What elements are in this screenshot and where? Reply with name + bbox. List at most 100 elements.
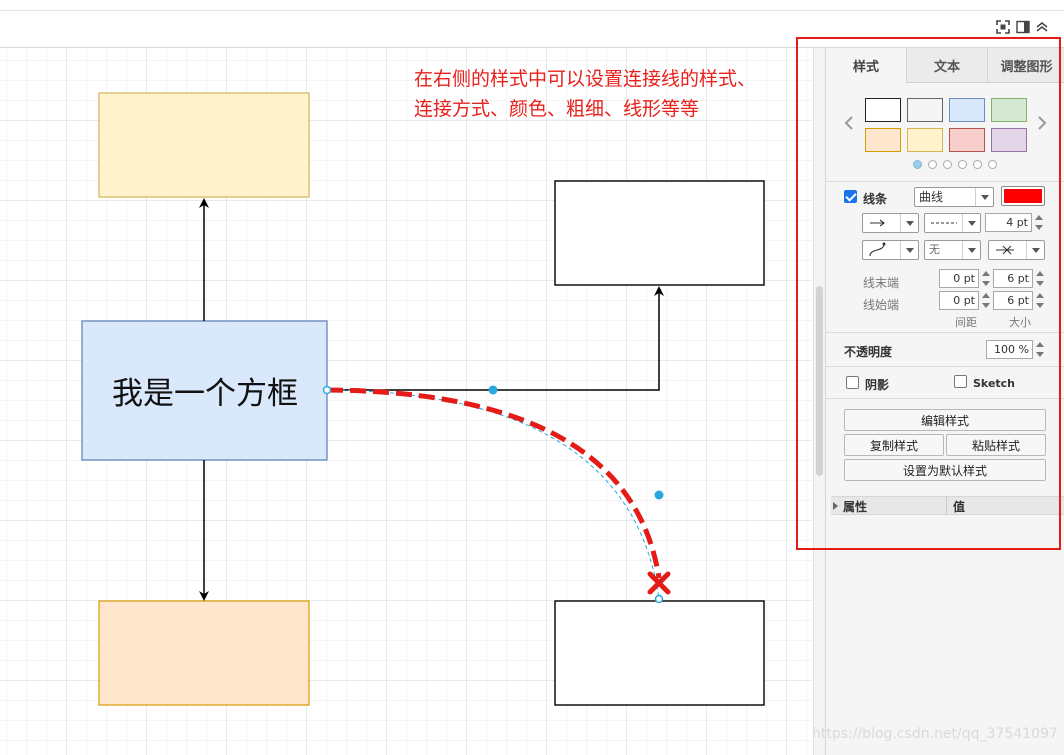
selected-curved-edge-guide [326, 389, 660, 600]
opacity-label: 不透明度 [844, 345, 893, 359]
set-default-style-button[interactable]: 设置为默认样式 [844, 459, 1046, 481]
page-dot[interactable] [988, 160, 997, 169]
toolbar-divider [0, 10, 1064, 11]
annotation-line-1: 在右侧的样式中可以设置连接线的样式、 [414, 68, 757, 90]
top-right-box[interactable] [554, 180, 765, 286]
page-dot[interactable] [928, 160, 937, 169]
property-column-header: 属性 [843, 500, 868, 514]
orange-box[interactable] [98, 600, 310, 706]
edge-end-cross-icon [647, 571, 671, 595]
style-swatch-red[interactable] [949, 128, 985, 152]
selected-curved-edge[interactable] [326, 387, 662, 579]
section-divider [826, 332, 1064, 333]
page-dot[interactable] [943, 160, 952, 169]
line-checkbox[interactable] [844, 190, 857, 203]
bottom-right-box[interactable] [554, 600, 765, 706]
line-start-size-input[interactable]: 6 pt [993, 291, 1033, 310]
expand-triangle-icon[interactable] [833, 502, 838, 510]
line-style-select[interactable]: 曲线 [914, 187, 994, 207]
chevron-right-icon[interactable] [1037, 116, 1047, 130]
fit-page-icon[interactable] [996, 20, 1010, 34]
chevron-down-icon [975, 188, 993, 206]
toolbar-bottom-border [0, 47, 1064, 48]
line-width-stepper[interactable] [1034, 213, 1044, 232]
style-swatch-gray[interactable] [907, 98, 943, 122]
dash-pattern-select[interactable] [924, 213, 981, 233]
line-end-label: 线末端 [863, 276, 900, 290]
tab-style[interactable]: 样式 [826, 48, 906, 83]
line-start-spacing-input[interactable]: 0 pt [939, 291, 979, 310]
properties-table-header: 属性 值 [831, 496, 1064, 515]
line-color-button[interactable] [1001, 186, 1045, 206]
canvas-vertical-scrollbar[interactable] [813, 48, 825, 755]
chevron-down-icon [900, 241, 918, 259]
center-box[interactable] [81, 320, 328, 461]
paste-style-button[interactable]: 粘贴样式 [946, 434, 1046, 456]
line-end-spacing-stepper[interactable] [981, 269, 991, 288]
line-label: 线条 [863, 192, 888, 206]
style-swatch-green[interactable] [991, 98, 1027, 122]
style-swatch-orange[interactable] [865, 128, 901, 152]
line-start-size-stepper[interactable] [1035, 291, 1045, 310]
edge-source-handle[interactable] [322, 385, 332, 395]
format-panel-icon[interactable] [1016, 20, 1030, 34]
chevron-down-icon [962, 241, 980, 259]
center-box-label: 我是一个方框 [112, 376, 298, 412]
style-swatch-blue[interactable] [949, 98, 985, 122]
annotation-line-2: 连接方式、颜色、粗细、线形等等 [414, 98, 700, 120]
connector-arrow-select[interactable] [862, 213, 919, 233]
line-start-spacing-stepper[interactable] [981, 291, 991, 310]
opacity-input[interactable]: 100 % [986, 340, 1033, 359]
format-panel: 样式 文本 调整图形 线条 曲线 [825, 48, 1064, 755]
column-divider [946, 497, 947, 514]
shadow-label: 阴影 [865, 378, 890, 392]
annotation-note: 在右侧的样式中可以设置连接线的样式、 连接方式、颜色、粗细、线形等等 [414, 64, 756, 124]
shadow-checkbox[interactable] [846, 376, 859, 389]
section-divider [826, 366, 1064, 367]
chevron-left-icon[interactable] [844, 116, 854, 130]
tab-text[interactable]: 文本 [906, 48, 987, 83]
collapse-icon[interactable] [1035, 20, 1049, 34]
edge-to-top-right-box[interactable] [327, 286, 664, 391]
format-tabs: 样式 文本 调整图形 [826, 48, 1064, 83]
edit-style-button[interactable]: 编辑样式 [844, 409, 1046, 431]
page-dot[interactable] [958, 160, 967, 169]
top-toolbar [0, 0, 1064, 48]
dashed-line-icon [931, 222, 957, 224]
style-swatch-yellow[interactable] [907, 128, 943, 152]
chevron-down-icon [962, 214, 980, 232]
yellow-box[interactable] [98, 92, 310, 198]
chevron-down-icon [1026, 241, 1044, 259]
cross-arrow-icon [996, 245, 1014, 255]
arrow-line-icon [870, 219, 885, 227]
style-swatch-white[interactable] [865, 98, 901, 122]
sketch-checkbox[interactable] [954, 375, 967, 388]
scrollbar-thumb[interactable] [816, 286, 823, 476]
line-end-marker-select[interactable] [988, 240, 1045, 260]
value-column-header: 值 [953, 500, 966, 514]
line-start-marker-select[interactable]: 无 [924, 240, 981, 260]
sketch-label: Sketch [973, 377, 1016, 390]
waypoints-select[interactable] [862, 240, 919, 260]
page-dot[interactable] [913, 160, 922, 169]
line-end-size-stepper[interactable] [1035, 269, 1045, 288]
curve-icon [869, 242, 886, 257]
size-column-label: 大小 [1009, 316, 1031, 329]
edge-target-handle[interactable] [654, 594, 664, 604]
style-swatch-purple[interactable] [991, 128, 1027, 152]
watermark: https://blog.csdn.net/qq_37541097 [812, 726, 1058, 742]
edge-midpoint-handle[interactable] [488, 385, 498, 395]
line-end-size-input[interactable]: 6 pt [993, 269, 1033, 288]
page-dot[interactable] [973, 160, 982, 169]
copy-style-button[interactable]: 复制样式 [844, 434, 944, 456]
edge-control-handle[interactable] [654, 490, 664, 500]
section-divider [826, 181, 1064, 182]
line-color-swatch [1004, 189, 1042, 203]
line-style-value: 曲线 [919, 190, 944, 204]
line-start-label: 线始端 [863, 298, 900, 312]
line-width-input[interactable]: 4 pt [985, 213, 1032, 232]
opacity-stepper[interactable] [1035, 340, 1045, 359]
tab-arrange[interactable]: 调整图形 [987, 48, 1064, 83]
line-end-spacing-input[interactable]: 0 pt [939, 269, 979, 288]
